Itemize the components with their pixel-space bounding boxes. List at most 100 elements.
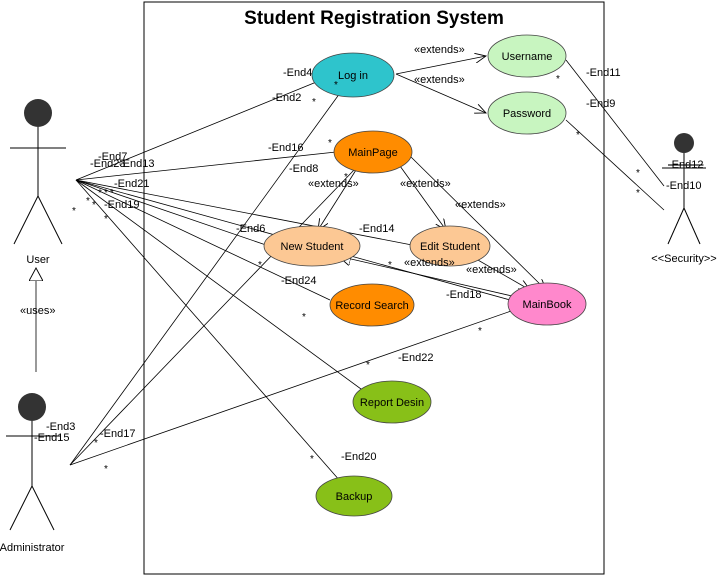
mult-star: * xyxy=(72,206,76,217)
actor-user[interactable]: User xyxy=(10,99,66,266)
label-end22: -End22 xyxy=(398,352,433,364)
use-case-record-search-label: Record Search xyxy=(335,300,408,312)
use-case-mainpage[interactable]: MainPage xyxy=(333,130,413,174)
mult-star: * xyxy=(94,438,98,449)
mult-star: * xyxy=(636,188,640,199)
label-end15: -End15 xyxy=(34,432,69,444)
actor-administrator-label: Administrator xyxy=(0,542,65,554)
mult-star: * xyxy=(388,260,392,271)
label-end11: -End11 xyxy=(586,67,621,79)
use-case-password[interactable]: Password xyxy=(487,91,567,135)
assoc-user-new-student xyxy=(75,179,267,246)
assoc-user-backup xyxy=(75,179,349,491)
associations xyxy=(69,59,665,491)
mult-star: * xyxy=(302,312,306,323)
use-case-new-student[interactable]: New Student xyxy=(263,225,361,267)
use-case-backup[interactable]: Backup xyxy=(315,475,393,517)
use-case-mainpage-label: MainPage xyxy=(348,147,398,159)
use-case-report-label: Report Desin xyxy=(360,397,424,409)
multiplicity-marks: * * * * * * * * * * * * * * * * * * * * … xyxy=(72,74,640,475)
label-extends-newstudent: «extends» xyxy=(308,178,359,190)
assoc-security-username xyxy=(565,59,665,187)
use-case-username[interactable]: Username xyxy=(487,34,567,78)
label-end3: -End3 xyxy=(46,421,75,433)
mult-star: * xyxy=(636,168,640,179)
mult-star: * xyxy=(310,454,314,465)
use-case-backup-label: Backup xyxy=(336,491,373,503)
mult-star: * xyxy=(366,360,370,371)
mult-star: * xyxy=(86,196,90,207)
actor-user-label: User xyxy=(26,254,50,266)
assoc-admin-mainbook xyxy=(69,309,515,466)
use-case-record-search[interactable]: Record Search xyxy=(329,283,415,327)
dependencies xyxy=(36,56,546,372)
use-case-mainbook[interactable]: MainBook xyxy=(507,282,587,326)
label-end4: -End4 xyxy=(283,67,312,79)
use-case-new-student-label: New Student xyxy=(281,241,344,253)
label-end20: -End20 xyxy=(341,451,376,463)
label-extends-username: «extends» xyxy=(414,44,465,56)
mult-star: * xyxy=(344,172,348,183)
mult-star: * xyxy=(104,214,108,225)
mult-star: * xyxy=(258,260,262,271)
label-end21: -End21 xyxy=(114,178,149,190)
actor-security[interactable]: <<Security>> xyxy=(651,133,717,265)
use-case-edit-student[interactable]: Edit Student xyxy=(409,225,491,267)
assoc-user-record-search xyxy=(75,179,331,301)
label-end16: -End16 xyxy=(268,142,303,154)
use-case-password-label: Password xyxy=(503,108,551,120)
mult-star: * xyxy=(92,200,96,211)
label-end23: -End23 xyxy=(90,158,125,170)
mult-star: * xyxy=(110,188,114,199)
extends-login-username xyxy=(395,56,486,75)
extends-mainpage-newstudent xyxy=(318,169,357,230)
mult-star: * xyxy=(98,188,102,199)
assoc-user-mainpage xyxy=(75,151,337,181)
end-labels: -End4 -End2 -End16 -End8 -End7 -End23 -E… xyxy=(34,67,703,463)
mult-star: * xyxy=(576,130,580,141)
mult-star: * xyxy=(334,80,338,91)
mult-star: * xyxy=(478,326,482,337)
label-end24: -End24 xyxy=(281,275,316,287)
label-extends-editstudent-mainbook: «extends» xyxy=(466,264,517,276)
label-extends-mainbook: «extends» xyxy=(455,199,506,211)
extends-mainpage-editstudent xyxy=(399,165,446,230)
label-end6: -End6 xyxy=(236,223,265,235)
mult-star: * xyxy=(328,138,332,149)
label-end12: -End12 xyxy=(668,159,703,171)
use-case-login-label: Log in xyxy=(338,70,368,82)
label-end13: -End13 xyxy=(119,158,154,170)
mult-star: * xyxy=(556,74,560,85)
relation-labels: «extends» «extends» «extends» «extends» … xyxy=(20,44,517,317)
label-end18: -End18 xyxy=(446,289,481,301)
label-end2: -End2 xyxy=(272,92,301,104)
mult-star: * xyxy=(104,464,108,475)
label-uses: «uses» xyxy=(20,305,55,317)
use-case-mainbook-label: MainBook xyxy=(523,299,572,311)
label-extends-mainbook-newstudent: «extends» xyxy=(404,257,455,269)
mult-star: * xyxy=(104,188,108,199)
label-end17: -End17 xyxy=(100,428,135,440)
assoc-security-password xyxy=(565,119,665,211)
label-end9: -End9 xyxy=(586,98,615,110)
use-case-login[interactable]: Log in xyxy=(311,52,395,98)
use-case-username-label: Username xyxy=(502,51,553,63)
use-case-report[interactable]: Report Desin xyxy=(352,380,432,424)
assoc-user-login xyxy=(75,73,337,181)
extends-login-password xyxy=(395,73,486,113)
extends-mainbook-newstudent xyxy=(338,256,513,297)
assoc-user-edit-student xyxy=(75,179,413,246)
assoc-admin-login xyxy=(69,81,349,466)
extends-mainpage-mainbook xyxy=(409,155,546,290)
actor-user-head xyxy=(24,99,52,127)
label-end7: -End7 xyxy=(98,151,127,163)
label-extends-password: «extends» xyxy=(414,74,465,86)
actor-administrator[interactable]: Administrator xyxy=(0,393,65,554)
actor-security-head xyxy=(674,133,694,153)
label-end8: -End8 xyxy=(289,163,318,175)
mult-star: * xyxy=(312,97,316,108)
assoc-admin-mainpage xyxy=(69,169,355,466)
use-case-edit-student-label: Edit Student xyxy=(420,241,480,253)
actor-administrator-head xyxy=(18,393,46,421)
